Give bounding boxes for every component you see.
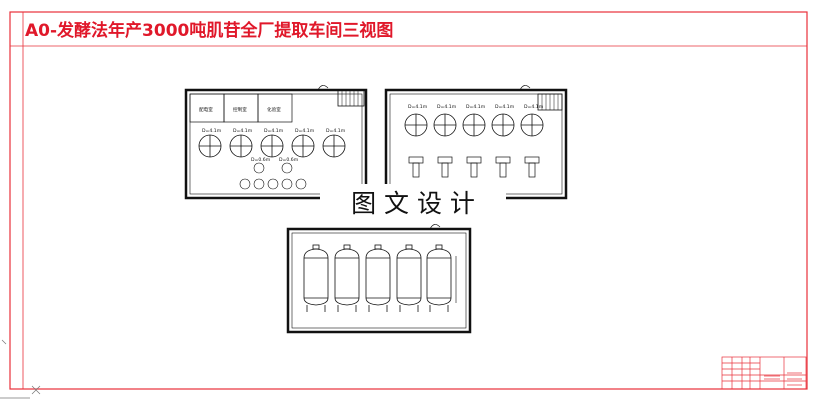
tank-label-r1: D=4.1m <box>408 104 428 110</box>
drawing-title: A0-发酵法年产3000吨肌苷全厂提取车间三视图 <box>25 20 393 41</box>
tank-label-r3: D=4.1m <box>466 104 486 110</box>
tank-label-l3: D=4.1m <box>264 128 284 134</box>
tank-label-l1: D=4.1m <box>202 128 222 134</box>
plan-left-wall <box>184 88 368 200</box>
title-block <box>721 356 807 390</box>
sheet-outer-frame <box>9 11 808 390</box>
watermark-background <box>320 184 506 222</box>
small-label-2: D=0.6m <box>279 157 299 163</box>
room-label-2: 控制室 <box>233 106 247 113</box>
vertical-tank-3 <box>365 244 391 312</box>
vertical-tank-2 <box>334 244 360 312</box>
room-label-1: 配电室 <box>199 106 213 113</box>
stair-icon <box>337 89 365 107</box>
small-label-1: D=0.6m <box>251 157 271 163</box>
tank-row-left <box>198 134 346 158</box>
vertical-tank-1 <box>303 244 329 312</box>
tank-label-r4: D=4.1m <box>495 104 515 110</box>
vertical-tank-4 <box>396 244 422 312</box>
view-plan-left <box>184 85 368 200</box>
view-plan-right <box>384 85 568 200</box>
tank-label-l4: D=4.1m <box>295 128 315 134</box>
ucs-axis-icon <box>0 339 41 399</box>
vertical-tank-5 <box>426 244 452 312</box>
tank-label-r2: D=4.1m <box>437 104 457 110</box>
plan-right-labels: D=4.1m D=4.1m D=4.1m D=4.1m D=4.1m <box>408 104 544 110</box>
watermark-text: 图 文 设 计 <box>351 189 475 218</box>
vertical-tank-row <box>303 244 452 312</box>
room-3 <box>257 93 293 123</box>
elevation-wall <box>286 227 472 334</box>
small-tank-row-left <box>239 162 307 190</box>
plan-left-labels: 配电室 控制室 化验室 D=4.1m D=4.1m D=4.1m D=4.1m … <box>199 106 346 163</box>
tank-label-l2: D=4.1m <box>233 128 253 134</box>
room-label-3: 化验室 <box>267 106 281 113</box>
view-elevation <box>286 224 472 334</box>
tank-label-l5: D=4.1m <box>326 128 346 134</box>
filter-row-right <box>408 156 540 178</box>
tank-label-r5: D=4.1m <box>524 104 544 110</box>
tank-row-right <box>404 113 544 137</box>
stair-icon <box>537 93 563 111</box>
